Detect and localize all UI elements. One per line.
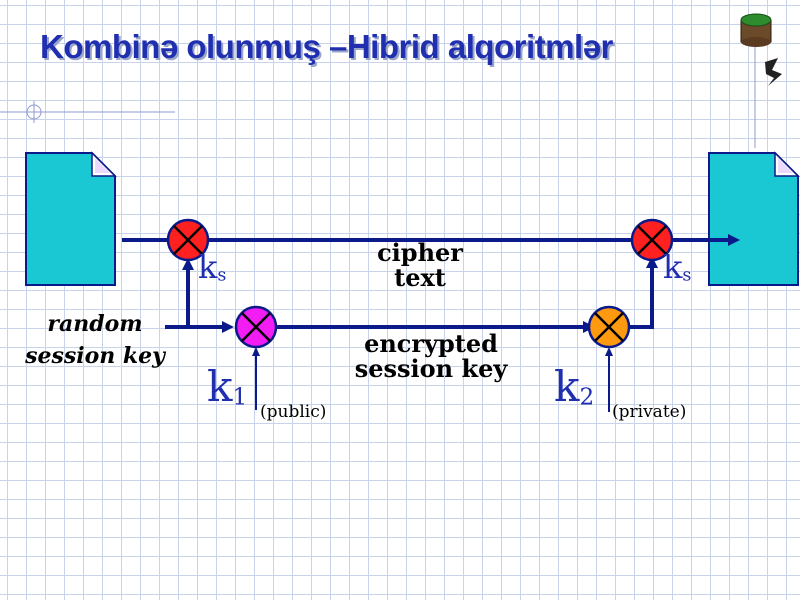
- router-icon: [740, 13, 772, 47]
- cipher-text-label: cipher text: [377, 238, 463, 293]
- encrypted-key-path: [165, 256, 658, 333]
- xor-decrypt-key-node: [587, 305, 631, 349]
- cipher-text-path: [122, 234, 740, 246]
- k2-arrow: [605, 347, 613, 412]
- xor-encrypt-key-node: [234, 305, 278, 349]
- xor-encrypt-message-node: [166, 218, 210, 262]
- slide-title: Kombinə olunmuş –Hibrid alqoritmlər: [40, 28, 613, 65]
- crosshair-icon: [26, 101, 42, 123]
- ks-left-label: ks: [198, 248, 227, 286]
- k1-arrow: [252, 347, 260, 410]
- k2-label: k2: [554, 362, 595, 411]
- k2-note: (private): [612, 402, 687, 422]
- ks-right-label: ks: [663, 248, 692, 286]
- encrypted-session-key-label: encrypted session key: [354, 329, 508, 384]
- network-cable-icon: [765, 58, 782, 86]
- session-key-branch: [182, 258, 194, 327]
- xor-decrypt-message-node: [630, 218, 674, 262]
- random-session-key-label: random session key: [25, 311, 165, 369]
- k1-label: k1: [207, 362, 248, 411]
- source-document-icon: [25, 151, 117, 286]
- target-document-icon: [708, 151, 800, 286]
- k1-note: (public): [260, 402, 327, 422]
